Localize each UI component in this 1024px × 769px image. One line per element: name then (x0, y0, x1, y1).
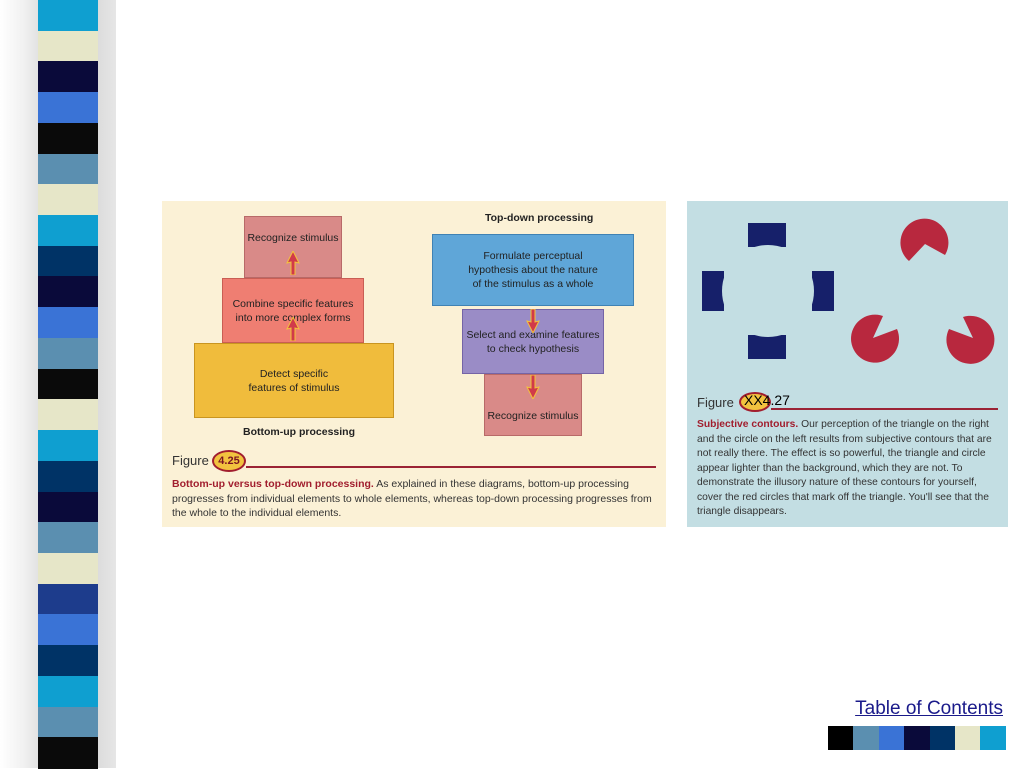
bottom-up-heading: Bottom-up processing (243, 426, 355, 438)
table-of-contents-link[interactable]: Table of Contents (855, 698, 1003, 719)
pacman-inducer (946, 315, 995, 364)
color-swatch (980, 726, 1006, 750)
pacman-inducer (900, 218, 949, 261)
caption-title: Bottom-up versus top-down processing. (172, 478, 374, 490)
figure-subjective-contours: Figure Subjective contours. Our percepti… (687, 201, 1008, 527)
figure-number-badge: 4.25 (212, 450, 246, 472)
color-band (38, 215, 98, 247)
color-swatch (904, 726, 930, 750)
color-band (38, 368, 98, 401)
figure-label: Figure (172, 453, 209, 468)
left-decorative-strip (0, 0, 116, 769)
color-band (38, 337, 98, 370)
color-band (38, 583, 98, 616)
color-band (38, 153, 98, 186)
up-arrow-icon (286, 251, 300, 275)
figure-number-badge (739, 392, 771, 412)
color-band-column (38, 0, 98, 769)
square-inducer (748, 223, 786, 247)
color-band (38, 522, 98, 554)
color-swatch (878, 726, 905, 750)
figure-rule (246, 466, 656, 468)
square-inducer (748, 335, 786, 359)
bu-box-combine: Combine specific features into more comp… (222, 278, 364, 343)
figure-caption: Bottom-up versus top-down processing. As… (172, 477, 658, 521)
color-swatches (828, 726, 1006, 750)
color-swatch (853, 726, 879, 750)
subjective-contours-illustration (702, 218, 995, 364)
color-band (38, 645, 98, 677)
figure-label: Figure (697, 395, 734, 410)
color-swatch (828, 726, 854, 750)
down-arrow-icon (526, 309, 540, 333)
td-box-formulate: Formulate perceptual hypothesis about th… (432, 234, 634, 306)
color-band (38, 399, 98, 432)
figure-bottom-up-top-down: Recognize stimulus Combine specific feat… (162, 201, 666, 527)
illusory-circle (722, 245, 814, 337)
color-band (38, 30, 98, 63)
color-band (38, 737, 98, 769)
bu-box-detect: Detect specific features of stimulus (194, 343, 394, 418)
color-band (38, 307, 98, 339)
color-band (38, 430, 98, 462)
down-arrow-icon (526, 375, 540, 399)
color-band (38, 92, 98, 124)
square-inducer (702, 271, 724, 311)
color-swatch (929, 726, 955, 750)
color-swatch (954, 726, 981, 750)
color-band (38, 491, 98, 524)
figure-number-overlay: XX4.27 (744, 392, 790, 408)
color-band (38, 276, 98, 309)
color-band (38, 706, 98, 739)
color-band (38, 614, 98, 647)
up-arrow-icon (286, 317, 300, 341)
figure-rule (771, 408, 998, 410)
figure-caption: Subjective contours. Our perception of t… (697, 418, 999, 520)
caption-text: As explained in these diagrams, bottom-u… (172, 478, 652, 519)
caption-title: Subjective contours. (697, 419, 799, 430)
color-band (38, 122, 98, 155)
color-band (38, 61, 98, 94)
color-band (38, 552, 98, 585)
color-band (38, 460, 98, 493)
color-band (38, 675, 98, 708)
top-down-heading: Top-down processing (485, 212, 594, 224)
caption-text: Our perception of the triangle on the ri… (697, 419, 992, 517)
square-inducer (812, 271, 834, 311)
color-band (38, 0, 98, 32)
color-band (38, 245, 98, 278)
color-band (38, 184, 98, 217)
pacman-inducer (851, 314, 900, 363)
